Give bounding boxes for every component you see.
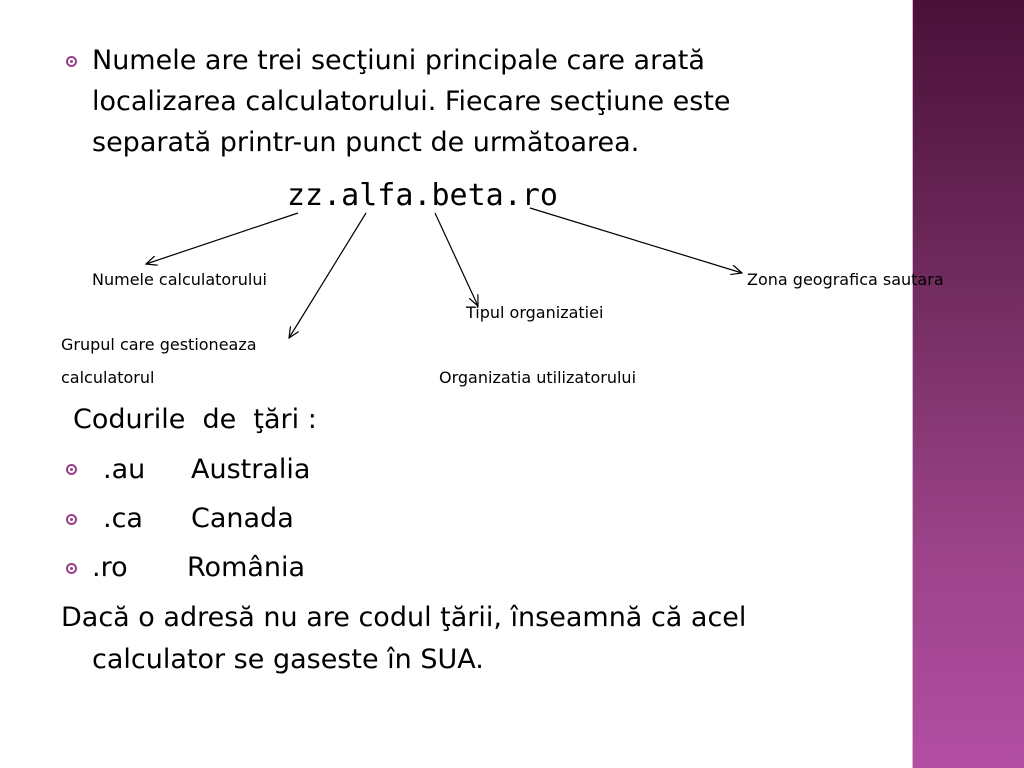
- code-item-ca: .ca: [103, 499, 143, 539]
- bullet-icon: [66, 514, 77, 525]
- label-geo-zone: Zona geografica sautara: [747, 270, 944, 289]
- bullet-icon: [66, 464, 77, 475]
- label-group-line-1: Grupul care gestioneaza: [61, 335, 257, 354]
- code-value: .ro: [92, 552, 128, 583]
- bullet-icon: [66, 563, 77, 574]
- domain-example: zz.alfa.beta.ro: [287, 178, 558, 213]
- arrow-to-group: [289, 212, 367, 338]
- label-user-org: Organizatia utilizatorului: [439, 368, 637, 387]
- label-computer-name: Numele calculatorului: [92, 270, 267, 289]
- decorative-sidebar: [912, 0, 1024, 768]
- bullet-icon: [66, 56, 77, 67]
- country-item-ca: Canada: [191, 503, 294, 534]
- intro-line-3: separată printr-un punct de următoarea.: [92, 127, 640, 158]
- country-item-ro: România: [187, 552, 306, 583]
- arrow-to-geo-zone: [529, 207, 742, 273]
- code-value: .ca: [103, 503, 143, 534]
- code-item-ro: .ro: [92, 548, 128, 588]
- arrow-to-computer-name: [146, 212, 299, 264]
- footer-line-2: calculator se gaseste în SUA.: [92, 644, 484, 675]
- arrow-to-org-type: [434, 212, 478, 306]
- intro-line-1: Numele are trei secţiuni principale care…: [92, 45, 705, 76]
- country-item-au: Australia: [191, 454, 311, 485]
- intro-line-2: localizarea calculatorului. Fiecare secţ…: [92, 86, 731, 117]
- codes-heading: Codurile de ţări :: [73, 404, 317, 435]
- code-value: .au: [103, 454, 146, 485]
- sidebar-divider: [912, 0, 913, 768]
- code-item-au: .au: [103, 450, 145, 490]
- footer-line-1: Dacă o adresă nu are codul ţării, înseam…: [61, 602, 747, 633]
- label-group-line-2: calculatorul: [61, 368, 155, 387]
- label-org-type: Tipul organizatiei: [466, 303, 604, 322]
